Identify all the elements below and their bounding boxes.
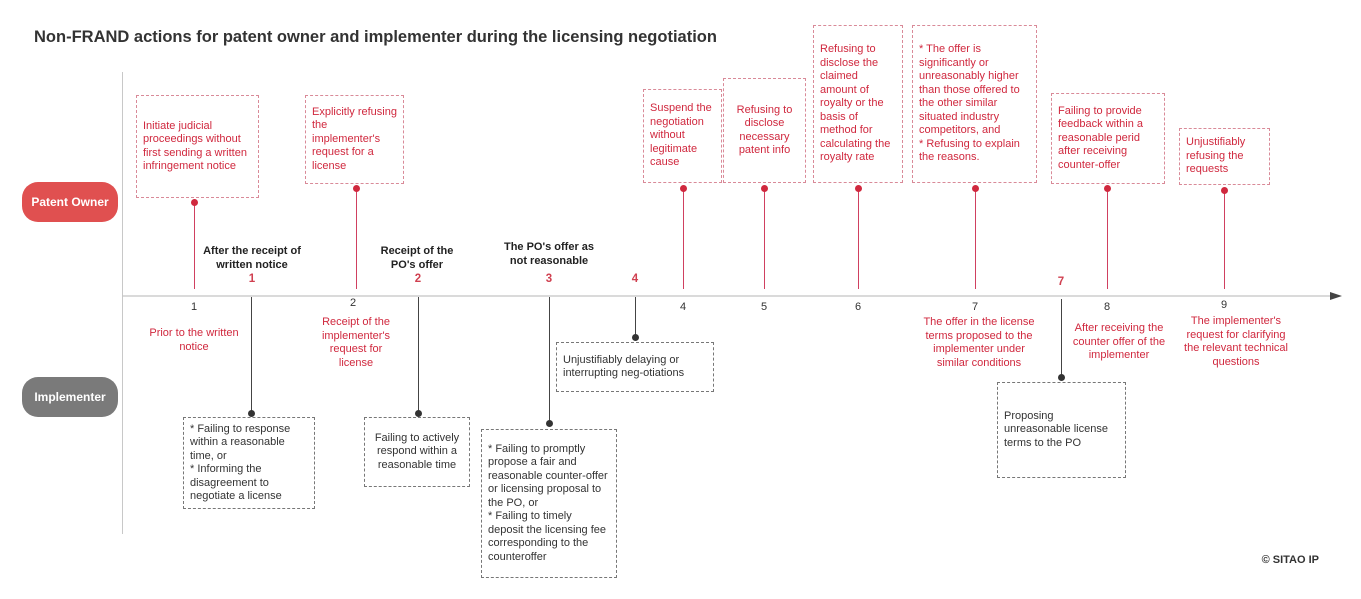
- po-action-box: Unjustifiably refusing the requests: [1179, 128, 1270, 185]
- po-stage-number: 2: [349, 297, 357, 309]
- po-connector: [356, 187, 358, 289]
- po-stage-number: 4: [679, 301, 687, 313]
- po-action-text: Explicitly refusing the implementer's re…: [312, 105, 397, 172]
- copyright: © SITAO IP: [1261, 554, 1319, 566]
- im-connector: [418, 297, 420, 413]
- po-action-text: Refusing to disclose necessary patent in…: [736, 103, 793, 157]
- po-stage-number: 5: [760, 301, 768, 313]
- lane-patent-owner: Patent Owner: [22, 182, 118, 222]
- im-stage-label: The PO's offer as not reasonable: [503, 241, 595, 267]
- im-connector-dot: [631, 333, 639, 341]
- im-connector: [549, 297, 551, 423]
- po-stage-label: Prior to the written notice: [149, 327, 239, 353]
- po-connector-dot: [352, 184, 360, 192]
- im-connector: [1061, 299, 1063, 377]
- po-connector-dot: [971, 184, 979, 192]
- po-action-text: Suspend the negotiation without legitima…: [650, 102, 712, 169]
- im-action-text: * Failing to promptly propose a fair and…: [488, 442, 608, 563]
- im-stage-number: 2: [414, 273, 422, 285]
- im-action-text: Unjustifiably delaying or interrupting n…: [563, 353, 685, 380]
- po-action-box: Failing to provide feedback within a rea…: [1051, 93, 1165, 184]
- po-action-box: Initiate judicial proceedings without fi…: [136, 95, 259, 198]
- po-action-box: Refusing to disclose necessary patent in…: [723, 78, 806, 183]
- po-action-text: Failing to provide feedback within a rea…: [1058, 104, 1143, 171]
- im-stage-number: 1: [248, 273, 256, 285]
- po-action-box: Explicitly refusing the implementer's re…: [305, 95, 404, 184]
- po-action-text: Unjustifiably refusing the requests: [1186, 136, 1246, 176]
- page-title: Non-FRAND actions for patent owner and i…: [34, 28, 717, 46]
- timeline-axis: [122, 292, 1342, 300]
- po-connector-dot: [679, 184, 687, 192]
- po-stage-number: 7: [971, 301, 979, 313]
- im-action-box: * Failing to promptly propose a fair and…: [481, 429, 617, 578]
- po-connector: [683, 187, 685, 289]
- po-connector: [194, 201, 196, 289]
- im-connector-dot: [414, 409, 422, 417]
- im-action-box: Unjustifiably delaying or interrupting n…: [556, 342, 714, 392]
- po-connector: [1107, 187, 1109, 289]
- axis-arrow-icon: [1330, 292, 1342, 300]
- po-connector-dot: [190, 198, 198, 206]
- po-connector: [764, 187, 766, 289]
- po-connector-dot: [1103, 184, 1111, 192]
- po-stage-number: 9: [1220, 299, 1228, 311]
- im-stage-label: Receipt of the PO's offer: [380, 245, 454, 271]
- po-connector: [858, 187, 860, 289]
- im-stage-number: 7: [1057, 276, 1065, 288]
- po-stage-label: The offer in the license terms proposed …: [923, 316, 1035, 369]
- po-stage-number: 6: [854, 301, 862, 313]
- im-action-box: Failing to actively respond within a rea…: [364, 417, 470, 487]
- im-action-box: Proposing unreasonable license terms to …: [997, 382, 1126, 478]
- im-action-text: * Failing to response within a reasonabl…: [190, 422, 291, 503]
- po-stage-number: 1: [190, 301, 198, 313]
- lane-implementer: Implementer: [22, 377, 118, 417]
- im-connector-dot: [545, 419, 553, 427]
- po-action-box: Refusing to disclose the claimed amount …: [813, 25, 903, 183]
- im-action-text: Failing to actively respond within a rea…: [374, 431, 460, 471]
- im-stage-number: 4: [631, 273, 639, 285]
- po-action-box: * The offer is significantly or unreason…: [912, 25, 1037, 183]
- po-action-box: Suspend the negotiation without legitima…: [643, 89, 722, 183]
- po-connector: [1224, 189, 1226, 289]
- po-action-text: Initiate judicial proceedings without fi…: [143, 119, 247, 173]
- im-stage-label: After the receipt of written notice: [203, 245, 301, 271]
- lane-divider: [122, 72, 123, 534]
- po-action-text: Refusing to disclose the claimed amount …: [820, 43, 891, 164]
- im-connector-dot: [247, 409, 255, 417]
- im-connector-dot: [1057, 373, 1065, 381]
- im-action-box: * Failing to response within a reasonabl…: [183, 417, 315, 509]
- po-stage-number: 8: [1103, 301, 1111, 313]
- im-action-text: Proposing unreasonable license terms to …: [1004, 409, 1108, 449]
- po-connector-dot: [854, 184, 862, 192]
- po-stage-label: The implementer's request for clarifying…: [1184, 315, 1288, 368]
- po-connector-dot: [760, 184, 768, 192]
- im-connector: [251, 297, 253, 413]
- po-action-text: * The offer is significantly or unreason…: [919, 43, 1020, 164]
- po-connector-dot: [1220, 186, 1228, 194]
- po-connector: [975, 187, 977, 289]
- im-stage-number: 3: [545, 273, 553, 285]
- po-stage-label: Receipt of the implementer's request for…: [321, 316, 391, 369]
- po-stage-label: After receiving the counter offer of the…: [1072, 322, 1166, 361]
- im-connector: [635, 297, 637, 337]
